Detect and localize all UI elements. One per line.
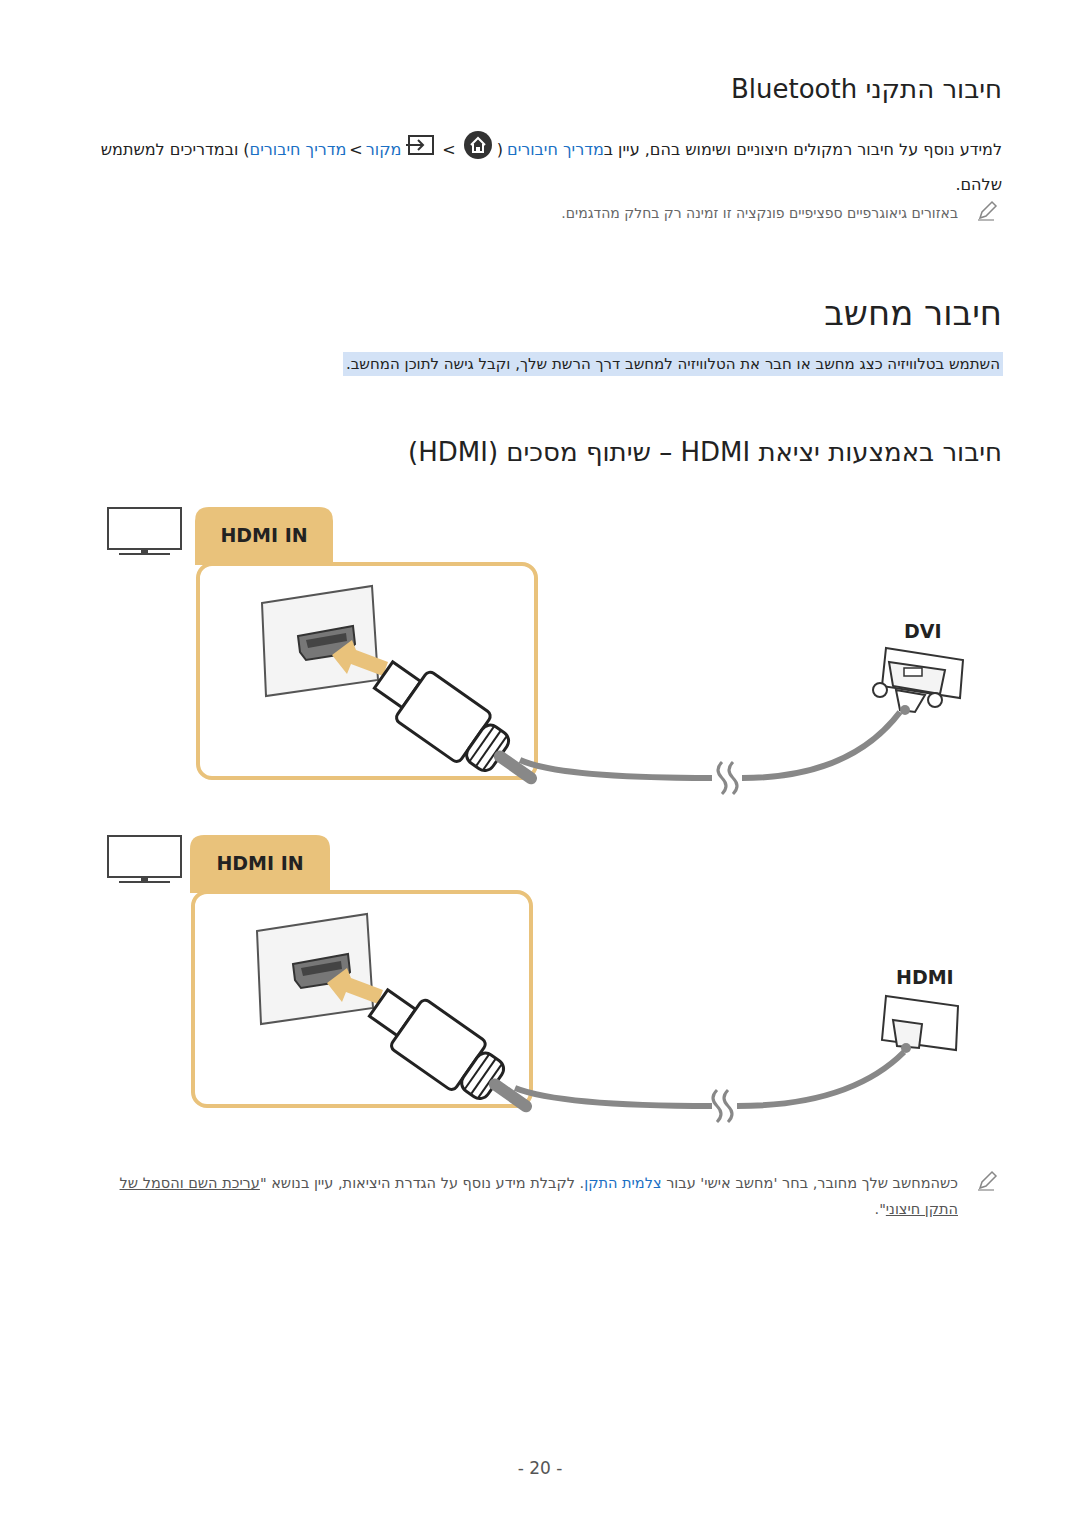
paragraph: למידע נוסף על חיבור רמקולים חיצוניים ושי… <box>88 130 1002 200</box>
link-text: מדריך חיבורים <box>250 140 347 159</box>
port-panel: HDMI IN <box>195 507 539 780</box>
body-text: ( <box>497 140 503 159</box>
menu-chevron: > <box>442 140 455 159</box>
band-text: השתמש בטלוויזיה כצג מחשב או חבר את הטלוו… <box>346 355 1000 373</box>
link-text: צלמית התקן <box>584 1175 661 1191</box>
section-heading: חיבור התקני Bluetooth <box>731 74 1002 104</box>
note-text: . לקבלת מידע נוסף על הגדרת היציאות, עיין… <box>260 1175 584 1191</box>
connector-label: HDMI <box>896 966 954 988</box>
section-heading: חיבור באמצעות יציאת HDMI – שיתוף מסכים (… <box>408 437 1002 467</box>
note-text: באזורים גיאוגרפיים ספציפיים פונקציה זו ז… <box>561 205 958 221</box>
highlight-band: השתמש בטלוויזיה כצג מחשב או חבר את הטלוו… <box>343 352 1003 376</box>
link-text: מקור <box>366 140 402 159</box>
body-text: למידע נוסף על חיבור רמקולים חיצוניים ושי… <box>604 140 1002 159</box>
link-text: מדריך חיבורים <box>507 140 604 159</box>
port-tab-label: HDMI IN <box>190 835 330 891</box>
page-number: - 20 - <box>0 1458 1080 1478</box>
source-icon <box>405 134 435 166</box>
note-text: ". <box>875 1201 886 1217</box>
note-text: כשהמחשב שלך מחובר, בחר 'מחשב אישי' עבור <box>662 1175 958 1191</box>
port-tab-label: HDMI IN <box>195 507 333 563</box>
home-icon <box>463 130 493 170</box>
connector-label: DVI <box>904 620 942 642</box>
port-panel: HDMI IN <box>190 835 534 1108</box>
chapter-heading: חיבור מחשב <box>824 293 1002 333</box>
note-paragraph: כשהמחשב שלך מחובר, בחר 'מחשב אישי' עבור … <box>92 1170 958 1222</box>
menu-chevron: > <box>349 140 362 159</box>
